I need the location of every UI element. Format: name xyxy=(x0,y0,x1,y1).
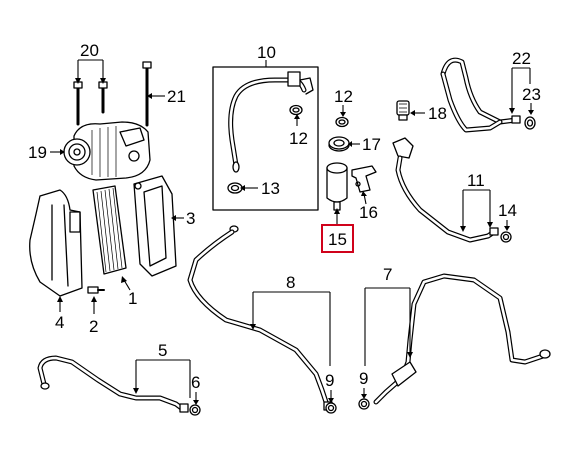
callout-20: 20 xyxy=(80,41,99,60)
callout-14: 14 xyxy=(498,201,517,220)
callout-3: 3 xyxy=(186,209,195,228)
o-ring-6[interactable] xyxy=(189,404,201,416)
leader-lines xyxy=(50,59,534,405)
line-5[interactable] xyxy=(37,355,189,413)
condenser-1[interactable] xyxy=(92,185,127,275)
bolt-20-a[interactable] xyxy=(73,81,83,126)
line-8[interactable] xyxy=(187,225,333,411)
callout-22: 22 xyxy=(512,49,531,68)
callout-18: 18 xyxy=(428,104,447,123)
bolt-2[interactable] xyxy=(87,286,105,294)
callout-16: 16 xyxy=(359,203,378,222)
callout-10: 10 xyxy=(257,43,276,62)
o-ring-13[interactable] xyxy=(227,182,243,194)
callout-19: 19 xyxy=(28,143,47,162)
o-ring-23[interactable] xyxy=(524,116,536,130)
bracket-16[interactable] xyxy=(351,165,377,193)
o-ring-9-b[interactable] xyxy=(358,398,370,410)
callout-12-a: 12 xyxy=(289,129,308,148)
hose-22[interactable] xyxy=(440,57,521,133)
line-7[interactable] xyxy=(373,273,551,405)
callout-23: 23 xyxy=(522,85,541,104)
o-ring-14[interactable] xyxy=(500,231,512,243)
callout-4: 4 xyxy=(55,313,64,332)
callout-6: 6 xyxy=(191,373,200,392)
o-ring-12-a[interactable] xyxy=(289,104,303,116)
cap-17[interactable] xyxy=(328,136,350,152)
callout-17: 17 xyxy=(362,135,381,154)
callout-1: 1 xyxy=(128,289,137,308)
callout-8: 8 xyxy=(286,273,295,292)
o-ring-12-b[interactable] xyxy=(335,116,349,128)
callout-15[interactable]: 15 xyxy=(328,230,347,249)
suction-pipe-10[interactable] xyxy=(228,71,314,173)
callout-9-b: 9 xyxy=(359,369,368,388)
stud-21[interactable] xyxy=(142,61,152,127)
line-11[interactable] xyxy=(392,137,499,243)
highlight-box-15 xyxy=(321,224,354,253)
air-shroud-4[interactable] xyxy=(29,189,83,297)
callout-21: 21 xyxy=(167,87,186,106)
radiator-frame-3[interactable] xyxy=(133,175,177,277)
callout-2: 2 xyxy=(89,317,98,336)
pressure-switch-18[interactable] xyxy=(396,100,410,121)
ac-compressor-19[interactable] xyxy=(63,121,151,181)
callout-5: 5 xyxy=(158,341,167,360)
callout-12-b: 12 xyxy=(334,87,353,106)
callout-13: 13 xyxy=(261,179,280,198)
bolt-20-b[interactable] xyxy=(98,81,108,114)
callout-9-a: 9 xyxy=(325,371,334,390)
callout-11: 11 xyxy=(467,171,485,190)
o-ring-9-a[interactable] xyxy=(325,402,337,414)
receiver-drier-15[interactable] xyxy=(326,162,348,211)
callout-7: 7 xyxy=(383,265,392,284)
